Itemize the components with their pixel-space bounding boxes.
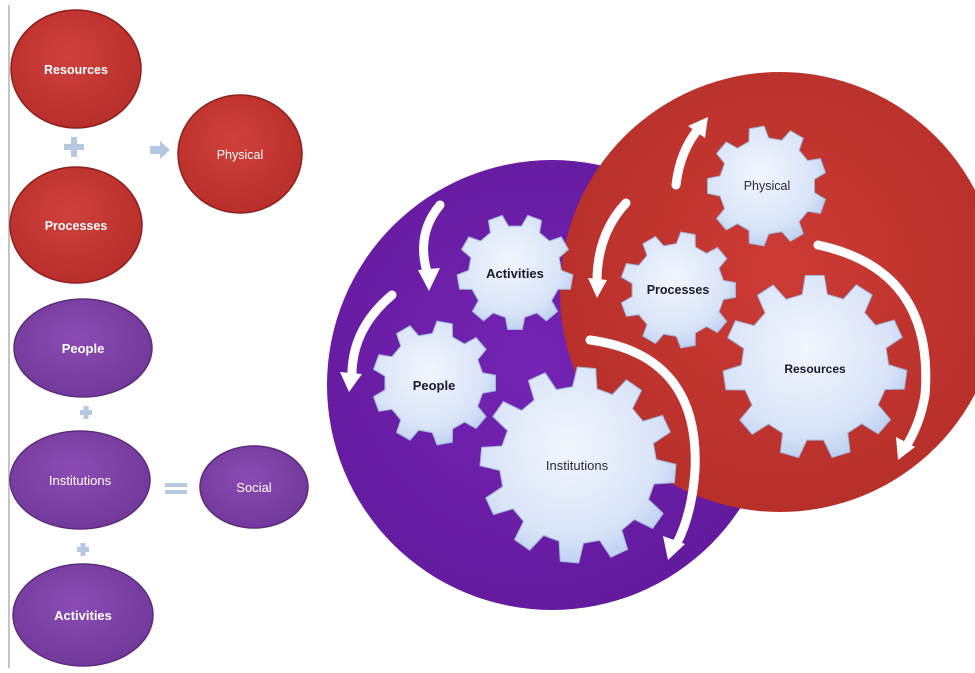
node-resources: [10, 9, 142, 129]
equals-icon: [165, 483, 187, 494]
plus-icon: [64, 137, 84, 157]
node-people: [13, 298, 153, 398]
node-physical: [177, 94, 303, 214]
gear-label-resources: Resources: [784, 362, 846, 376]
label-physical: Physical: [217, 148, 264, 162]
plus-icon: [80, 406, 92, 419]
gear-people-icon: [372, 320, 496, 446]
gear-label-activities: Activities: [486, 266, 544, 281]
curved-arrow-icon: [663, 536, 685, 560]
left-equations: Resources Processes Physical People Inst…: [9, 9, 309, 667]
node-social: [199, 445, 309, 529]
gear-processes-icon: [620, 231, 736, 349]
curved-arrow-icon: [813, 240, 931, 453]
curved-arrow-icon: [347, 290, 397, 385]
gear-resources-icon: [722, 275, 908, 459]
curved-arrow-icon: [688, 117, 708, 138]
gears-layer: [372, 125, 908, 564]
gear-label-physical: Physical: [744, 179, 791, 193]
label-resources: Resources: [44, 63, 108, 77]
arrow-heads: [340, 117, 915, 560]
gear-physical-icon: [707, 125, 827, 247]
label-people: People: [62, 341, 105, 356]
gear-labels: Activities People Institutions Physical …: [413, 179, 846, 473]
curved-arrow-icon: [588, 278, 607, 298]
curved-arrow-icon: [592, 198, 631, 290]
gear-label-people: People: [413, 378, 456, 393]
curved-arrow-icon: [585, 335, 700, 550]
gear-activities-icon: [456, 214, 574, 330]
label-social: Social: [236, 480, 272, 495]
node-institutions: [9, 430, 151, 530]
gear-label-processes: Processes: [647, 283, 710, 297]
node-processes: [9, 166, 143, 284]
label-processes: Processes: [45, 219, 108, 233]
arrow-right-icon: [150, 141, 170, 159]
curved-arrow-icon: [340, 372, 362, 392]
curved-arrows: [347, 122, 931, 550]
node-activities: [12, 563, 154, 667]
gear-institutions-icon: [479, 366, 677, 564]
curved-arrow-icon: [419, 200, 445, 280]
curved-arrow-icon: [418, 268, 440, 291]
gear-label-institutions: Institutions: [546, 458, 609, 473]
plus-icon: [77, 543, 89, 556]
curved-arrow-icon: [896, 437, 915, 460]
label-activities: Activities: [54, 608, 112, 623]
label-institutions: Institutions: [49, 473, 112, 488]
